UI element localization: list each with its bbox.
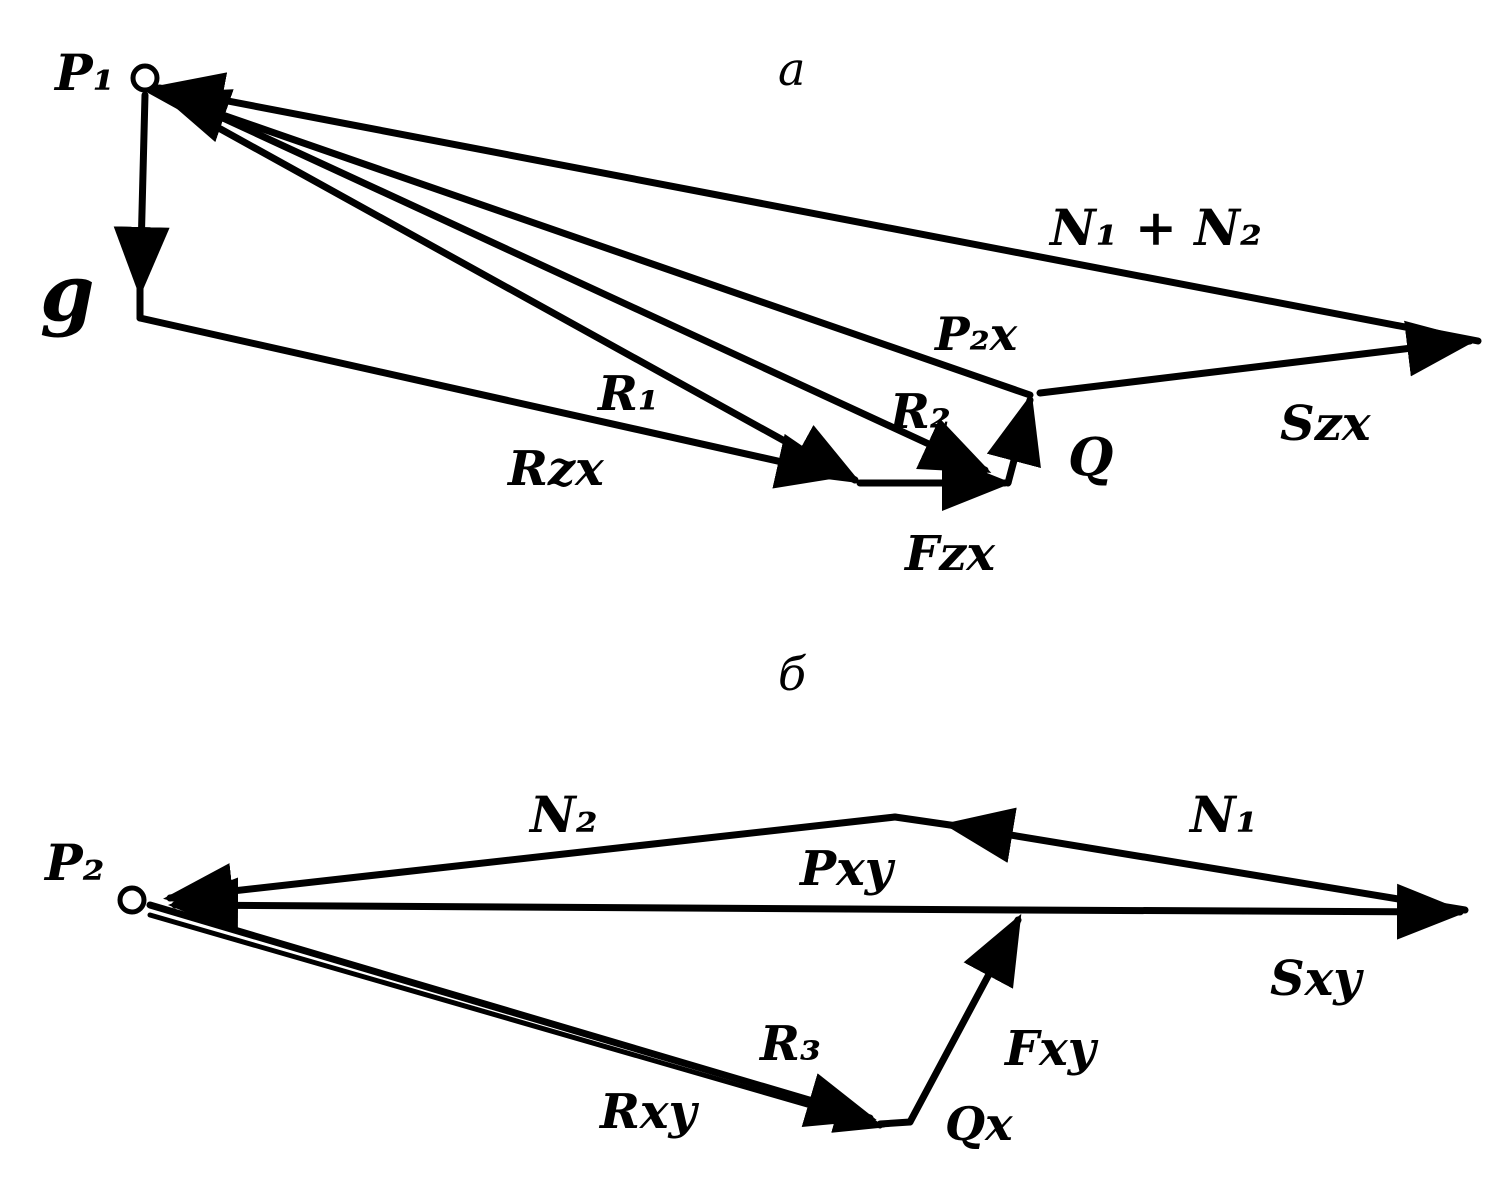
label-s-zx: Sᴢx [1280,396,1372,452]
label-p-xy: Pxy [798,841,896,897]
vector-n2 [163,813,899,919]
vector-n1 [943,807,1469,914]
label-f-xy: Fxy [1003,1021,1099,1077]
label-r-zx: Rzx [506,441,605,497]
vector-s-zx [1036,320,1477,397]
panel-b-caption: б [778,647,807,701]
label-n1: N₁ [1188,785,1258,844]
label-q-x: Qx [945,1097,1013,1151]
panel-a: a P₁ g N₁ + N₂ P₂x Sᴢx R₁ R₂ Rzx Fᴢx Q [40,42,1482,582]
segment-n1-apex [891,813,954,829]
label-s-xy: Sxy [1270,951,1364,1007]
label-n1-n2: N₁ + N₂ [1048,198,1262,257]
pole-p1-label: P₁ [53,43,115,102]
vector-g [113,91,170,297]
label-r3: R₃ [758,1016,821,1072]
vector-r2 [154,84,992,474]
vector-s-xy [1016,883,1467,940]
pole-p2 [117,885,147,915]
vector-p-zx [158,89,1034,399]
vector-p-xy [168,877,1024,934]
vector-f-xy [906,913,1022,1126]
segment-qx [876,1118,914,1128]
label-r-xy: Rxy [598,1084,700,1140]
label-r1: R₁ [596,366,659,422]
vector-n1-n2 [153,72,1482,345]
pole-p2-label: P₂ [43,833,105,892]
panel-b: б P₂ N₂ N₁ Pxy Sxy R₃ Rxy Fxy Qx [43,647,1469,1151]
label-n2: N₂ [528,785,598,844]
label-r2: R₂ [888,384,951,440]
weight-g-label: g [40,248,95,339]
label-f-zx: Fᴢx [903,526,996,582]
vector-r-xy [147,912,885,1133]
panel-a-caption: a [778,42,805,96]
vector-r1 [146,86,862,484]
vector-r3 [146,901,877,1127]
vector-r-zx [136,314,847,489]
vector-q [986,393,1041,487]
label-p-zx: P₂x [933,307,1018,361]
label-q: Q [1068,427,1113,488]
pole-p1 [130,63,160,93]
